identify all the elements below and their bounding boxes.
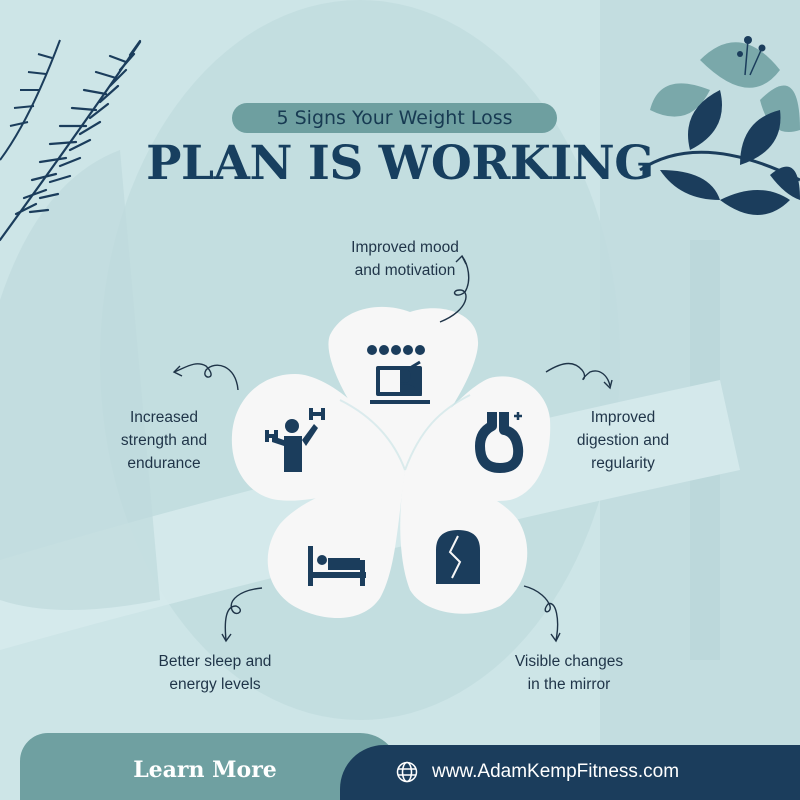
petal-left <box>231 374 405 501</box>
website-link[interactable]: www.AdamKempFitness.com <box>432 761 680 782</box>
arrow-to-sleep <box>224 587 263 641</box>
sign-label-mood: Improved mood and motivation <box>351 239 459 279</box>
subtitle-text: 5 Signs Your Weight Loss <box>276 107 513 129</box>
arrow-to-mirror <box>523 585 559 641</box>
arrow-to-strength <box>173 363 239 391</box>
mirror-icon <box>436 530 480 584</box>
globe-icon <box>396 761 418 783</box>
learn-more-button[interactable]: Learn More <box>133 757 277 783</box>
footer-cta-band <box>20 733 400 800</box>
stomach-icon <box>475 412 524 473</box>
sign-label-strength: Increased strength and endurance <box>120 409 208 472</box>
petal-bottom-left <box>267 470 405 619</box>
sign-label-digestion: Improved digestion and regularity <box>576 409 670 472</box>
bed-icon <box>308 546 366 586</box>
mood-rating-icon <box>367 345 430 404</box>
dumbbell-person-icon <box>265 408 325 472</box>
sign-label-mirror: Visible changes in the mirror <box>514 653 624 693</box>
arrow-to-mood <box>439 255 470 323</box>
sign-label-sleep: Better sleep and energy levels <box>158 653 272 693</box>
arrow-to-digestion <box>545 362 611 387</box>
page-title: PLAN IS WORKING <box>146 136 654 191</box>
subtitle-pill: 5 Signs Your Weight Loss <box>232 103 557 133</box>
